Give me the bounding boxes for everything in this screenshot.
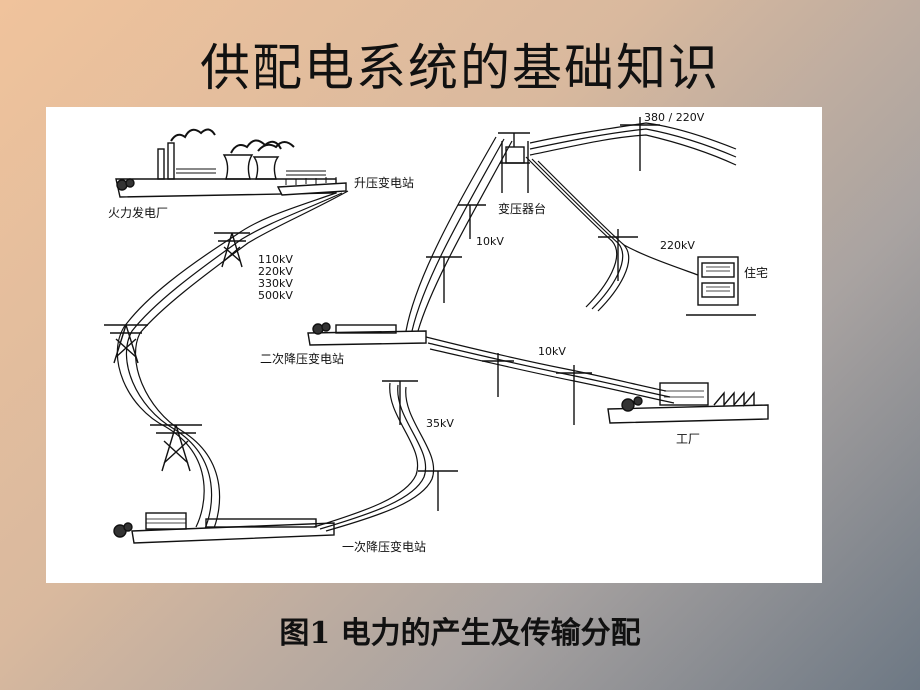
- 35kv-pole-1: [418, 470, 458, 511]
- secondary-substation-icon: [307, 322, 427, 346]
- label-secondary-substation: 二次降压变电站: [260, 351, 344, 366]
- hv-tower-1: [214, 232, 250, 268]
- 10kv-lines-upper: [405, 136, 513, 332]
- hv-tower-3: [150, 424, 202, 472]
- 10kv-pole-upper-2: [458, 204, 486, 239]
- label-voltage-500: 500kV: [258, 289, 293, 302]
- label-10kv-upper: 10kV: [476, 235, 504, 248]
- label-power-plant: 火力发电厂: [108, 205, 168, 220]
- label-10kv-lower: 10kV: [538, 345, 566, 358]
- label-voltage-330: 330kV: [258, 277, 293, 290]
- transformer-platform-icon: [498, 132, 530, 193]
- power-distribution-diagram: 火力发电厂 升压变电站 110kV 220kV 330kV 500kV 一次降压…: [46, 107, 822, 583]
- step-up-substation-icon: [276, 177, 347, 196]
- figure-caption: 图1 电力的产生及传输分配: [279, 616, 641, 651]
- label-voltage-220: 220kV: [258, 265, 293, 278]
- hv-tower-2: [104, 324, 148, 364]
- residence-icon: [686, 256, 756, 316]
- label-voltage-110: 110kV: [258, 253, 293, 266]
- 10kv-pole-lower-2: [556, 365, 592, 425]
- label-residence: 住宅: [744, 265, 768, 280]
- label-transformer-platform: 变压器台: [498, 201, 546, 216]
- label-factory: 工厂: [676, 432, 700, 446]
- lv-pole-380-220: [620, 117, 660, 171]
- label-35kv: 35kV: [426, 417, 454, 430]
- 10kv-pole-upper-1: [426, 256, 462, 303]
- 10kv-pole-lower-1: [482, 353, 514, 397]
- factory-icon: [607, 382, 769, 424]
- 35kv-pole-2: [382, 380, 418, 425]
- primary-substation-icon: [113, 512, 335, 544]
- label-primary-substation: 一次降压变电站: [342, 539, 426, 554]
- 220v-pole: [598, 229, 638, 281]
- label-220v: 220kV: [660, 239, 695, 252]
- 35kv-lines: [313, 382, 435, 532]
- slide-title: 供配电系统的基础知识: [200, 39, 720, 97]
- lv-lines-380-220: [529, 122, 737, 166]
- lines-to-residence: [525, 156, 699, 312]
- label-step-up-substation: 升压变电站: [354, 175, 414, 190]
- label-380-220v: 380 / 220V: [644, 111, 705, 124]
